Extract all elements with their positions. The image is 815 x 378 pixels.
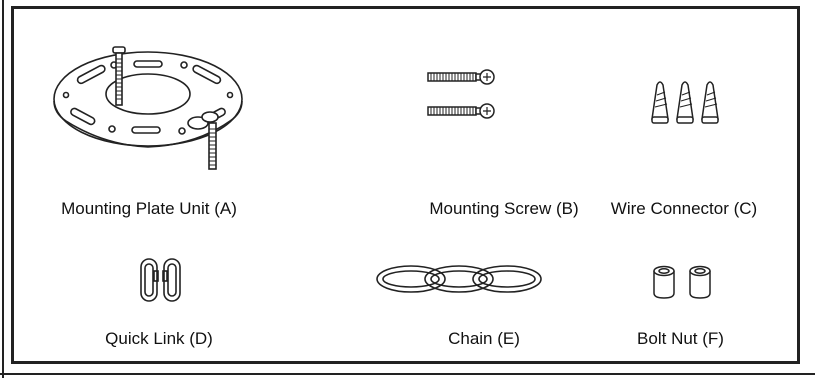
part-mounting-screw: Mounting Screw (B): [284, 9, 579, 229]
part-mounting-plate: Mounting Plate Unit (A): [14, 9, 284, 229]
part-chain: Chain (E): [284, 229, 554, 361]
mounting-plate-icon: [53, 46, 243, 170]
bottom-margin-rule: [0, 373, 815, 375]
quick-link-icon: [140, 258, 181, 302]
part-wire-connector: Wire Connector (C): [554, 9, 797, 229]
bolt-nut-icon: [653, 265, 711, 299]
part-label: Wire Connector (C): [610, 199, 758, 218]
part-label: Chain (E): [448, 329, 520, 348]
part-label: Mounting Plate Unit (A): [61, 199, 237, 218]
part-label: Bolt Nut (F): [637, 329, 724, 348]
parts-list-frame: Mounting Plate Unit (A) Mounting Screw (…: [11, 6, 800, 364]
part-label: Mounting Screw (B): [429, 199, 579, 218]
part-quick-link: Quick Link (D): [14, 229, 284, 361]
wire-connector-icon: [651, 81, 719, 124]
part-bolt-nut: Bolt Nut (F): [554, 229, 797, 361]
left-margin-rule: [2, 0, 4, 378]
mounting-screw-icon: [427, 69, 495, 119]
chain-icon: [376, 265, 542, 293]
part-label: Quick Link (D): [105, 329, 213, 348]
